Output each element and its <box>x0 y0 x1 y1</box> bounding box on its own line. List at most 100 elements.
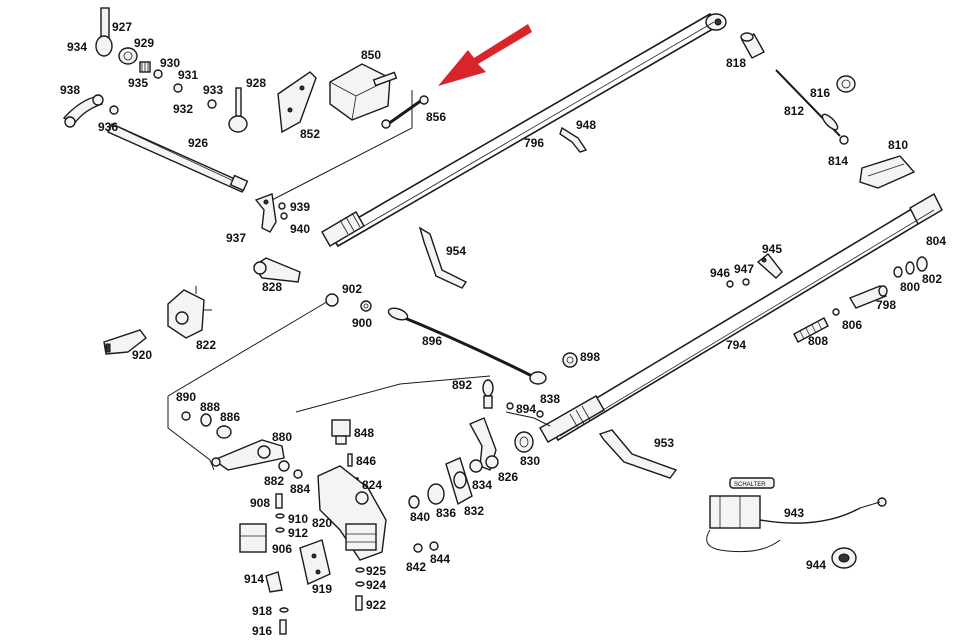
part-908-screw <box>275 493 283 509</box>
part-826-lever <box>469 417 499 471</box>
label-886: 886 <box>220 410 240 424</box>
label-902: 902 <box>342 282 362 296</box>
part-919-plate <box>299 539 331 585</box>
label-925: 925 <box>366 564 386 578</box>
label-944: 944 <box>806 558 826 572</box>
part-925-washer <box>355 567 365 573</box>
label-810: 810 <box>888 138 908 152</box>
label-929: 929 <box>134 36 154 50</box>
part-896-rod <box>387 307 547 385</box>
label-900: 900 <box>352 316 372 330</box>
label-894: 894 <box>516 402 536 416</box>
assembly-line-838 <box>505 411 551 427</box>
part-910-washer <box>275 513 285 519</box>
rod-794 <box>539 193 943 443</box>
part-820-housing <box>317 465 387 561</box>
part-810-bracket <box>859 155 916 189</box>
part-928-clamp <box>228 87 248 133</box>
part-947-washer <box>742 278 750 286</box>
part-840-washer <box>408 495 420 509</box>
part-900-nut <box>360 300 372 312</box>
part-884-washer <box>293 469 303 479</box>
part-832-plate <box>445 457 473 506</box>
label-933: 933 <box>203 83 223 97</box>
part-802-washer <box>905 261 915 275</box>
label-818: 818 <box>726 56 746 70</box>
label-928: 928 <box>246 76 266 90</box>
part-888-bushing <box>200 413 212 427</box>
stamp-text: SCHALTER <box>734 482 766 488</box>
part-953-bracket <box>598 429 678 479</box>
part-924-washer <box>355 581 365 587</box>
label-931: 931 <box>178 68 198 82</box>
part-933-nut <box>207 99 217 109</box>
label-892: 892 <box>452 378 472 392</box>
part-880-lever <box>211 439 285 471</box>
part-886-bushing <box>216 425 232 439</box>
label-826: 826 <box>498 470 518 484</box>
label-800: 800 <box>900 280 920 294</box>
rod-796 <box>321 12 727 248</box>
label-912: 912 <box>288 526 308 540</box>
part-916-screw <box>279 619 287 635</box>
label-836: 836 <box>436 506 456 520</box>
label-820: 820 <box>312 516 332 530</box>
label-945: 945 <box>762 242 782 256</box>
label-934: 934 <box>67 40 87 54</box>
label-822: 822 <box>196 338 216 352</box>
assembly-line-856 <box>271 90 413 201</box>
label-888: 888 <box>200 400 220 414</box>
assembly-line-892 <box>295 375 491 413</box>
label-880: 880 <box>272 430 292 444</box>
part-936-nut <box>109 105 119 115</box>
part-906-block <box>239 523 267 553</box>
shaft-926 <box>107 123 249 193</box>
part-920-bracket <box>103 329 147 355</box>
part-818-cap <box>740 32 765 59</box>
label-812: 812 <box>784 104 804 118</box>
label-906: 906 <box>272 542 292 556</box>
label-814: 814 <box>828 154 848 168</box>
label-938: 938 <box>60 83 80 97</box>
part-931-washer <box>153 69 163 79</box>
part-882-washer <box>278 460 290 472</box>
part-932-nut <box>173 83 183 93</box>
label-834: 834 <box>472 478 492 492</box>
label-804: 804 <box>926 234 946 248</box>
label-830: 830 <box>520 454 540 468</box>
part-822-housing <box>167 286 212 339</box>
label-828: 828 <box>262 280 282 294</box>
part-914-bracket <box>265 571 283 593</box>
label-850: 850 <box>361 48 381 62</box>
label-802: 802 <box>922 272 942 286</box>
label-947: 947 <box>734 262 754 276</box>
label-882: 882 <box>264 474 284 488</box>
label-914: 914 <box>244 572 264 586</box>
label-936: 936 <box>98 120 118 134</box>
part-948-clip <box>559 126 588 153</box>
part-846-pin <box>347 453 353 467</box>
part-812-lever <box>775 69 841 137</box>
label-806: 806 <box>842 318 862 332</box>
part-836-bushing <box>427 483 445 505</box>
part-940-nut <box>280 212 288 220</box>
part-814-ball <box>839 135 849 145</box>
label-846: 846 <box>356 454 376 468</box>
label-796: 796 <box>524 136 544 150</box>
label-918: 918 <box>252 604 272 618</box>
part-808-spring <box>793 317 829 343</box>
assembly-line-890 <box>167 396 215 471</box>
red-arrow-pointer <box>438 24 532 86</box>
part-834-bushing <box>469 459 483 473</box>
label-896: 896 <box>422 334 442 348</box>
label-908: 908 <box>250 496 270 510</box>
part-939-washer <box>278 202 286 210</box>
label-924: 924 <box>366 578 386 592</box>
label-884: 884 <box>290 482 310 496</box>
stamp-label <box>729 477 775 489</box>
part-892-joint <box>482 379 494 409</box>
part-927-lever <box>95 7 113 57</box>
part-954-bracket <box>418 226 468 289</box>
part-938-lever <box>62 94 104 128</box>
